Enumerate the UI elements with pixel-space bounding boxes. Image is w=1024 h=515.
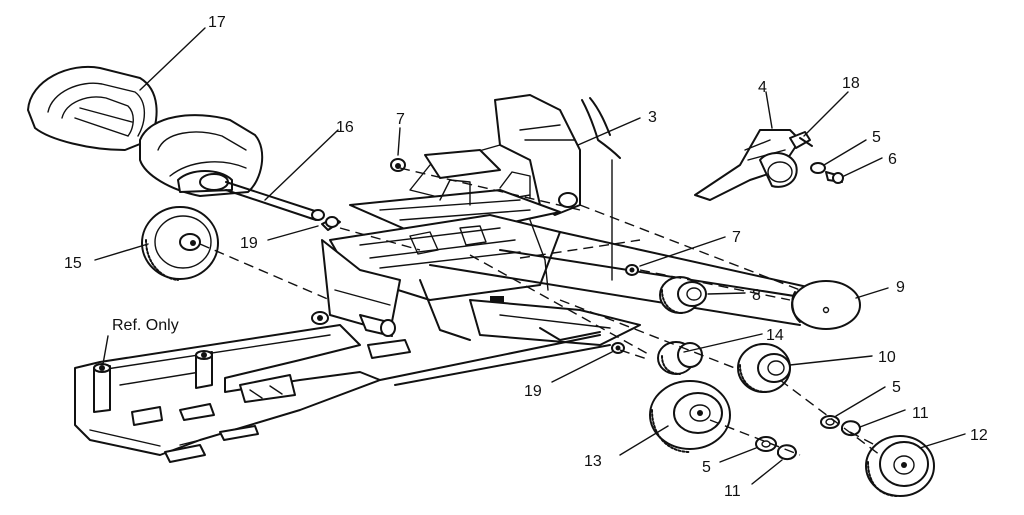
callout-19-upper: 19 bbox=[240, 235, 258, 252]
callout-8: 8 bbox=[752, 287, 761, 304]
part-15-gear bbox=[141, 206, 219, 281]
part-6-screw bbox=[825, 171, 844, 184]
part-18-sensor-lever bbox=[789, 131, 813, 149]
callout-4: 4 bbox=[758, 79, 767, 96]
part-5-washer-upper bbox=[810, 162, 826, 174]
callout-17: 17 bbox=[208, 14, 226, 31]
callout-7-upper: 7 bbox=[396, 111, 405, 128]
callout-7-middle: 7 bbox=[732, 229, 741, 246]
part-10-gear bbox=[737, 343, 791, 393]
leader-lines bbox=[94, 27, 966, 485]
part-3-cable bbox=[581, 97, 621, 281]
callout-12: 12 bbox=[970, 427, 988, 444]
callout-labels: 17 16 7 3 4 18 5 6 19 15 7 8 9 Ref. Only… bbox=[64, 14, 988, 500]
part-16-roller-shaft bbox=[139, 114, 325, 221]
callout-11-lower: 11 bbox=[724, 483, 741, 500]
part-4-sensor-bracket bbox=[694, 129, 801, 201]
callout-9: 9 bbox=[896, 279, 905, 296]
part-11-clip-upper bbox=[841, 420, 861, 436]
part-8-gear bbox=[659, 276, 707, 314]
part-19-bushing-lower bbox=[611, 342, 625, 354]
alignment-lines bbox=[199, 167, 881, 456]
part-12-gear bbox=[865, 435, 935, 497]
callout-5-lower: 5 bbox=[702, 459, 711, 476]
callout-6: 6 bbox=[888, 151, 897, 168]
callout-14: 14 bbox=[766, 327, 784, 344]
part-19-bushing-upper bbox=[321, 216, 341, 231]
main-frame-assembly bbox=[311, 94, 831, 386]
callout-11-upper: 11 bbox=[912, 405, 929, 422]
callout-19-lower: 19 bbox=[524, 383, 542, 400]
callout-5-middle: 5 bbox=[892, 379, 901, 396]
part-14-gear bbox=[657, 341, 703, 375]
callout-3: 3 bbox=[648, 109, 657, 126]
part-9-disc bbox=[791, 280, 861, 330]
callout-5-upper: 5 bbox=[872, 129, 881, 146]
callout-15: 15 bbox=[64, 255, 82, 272]
part-5-washer-middle bbox=[820, 415, 840, 429]
callout-16: 16 bbox=[336, 119, 354, 136]
ref-only-base-frame bbox=[74, 324, 381, 463]
part-13-gear bbox=[649, 380, 731, 453]
callout-ref-only: Ref. Only bbox=[112, 317, 179, 334]
callout-13: 13 bbox=[584, 453, 602, 470]
callout-18: 18 bbox=[842, 75, 860, 92]
part-17-roller-tire bbox=[27, 65, 158, 151]
callout-10: 10 bbox=[878, 349, 896, 366]
part-11-clip-lower bbox=[777, 444, 797, 460]
part-7-clip-middle bbox=[625, 264, 639, 276]
